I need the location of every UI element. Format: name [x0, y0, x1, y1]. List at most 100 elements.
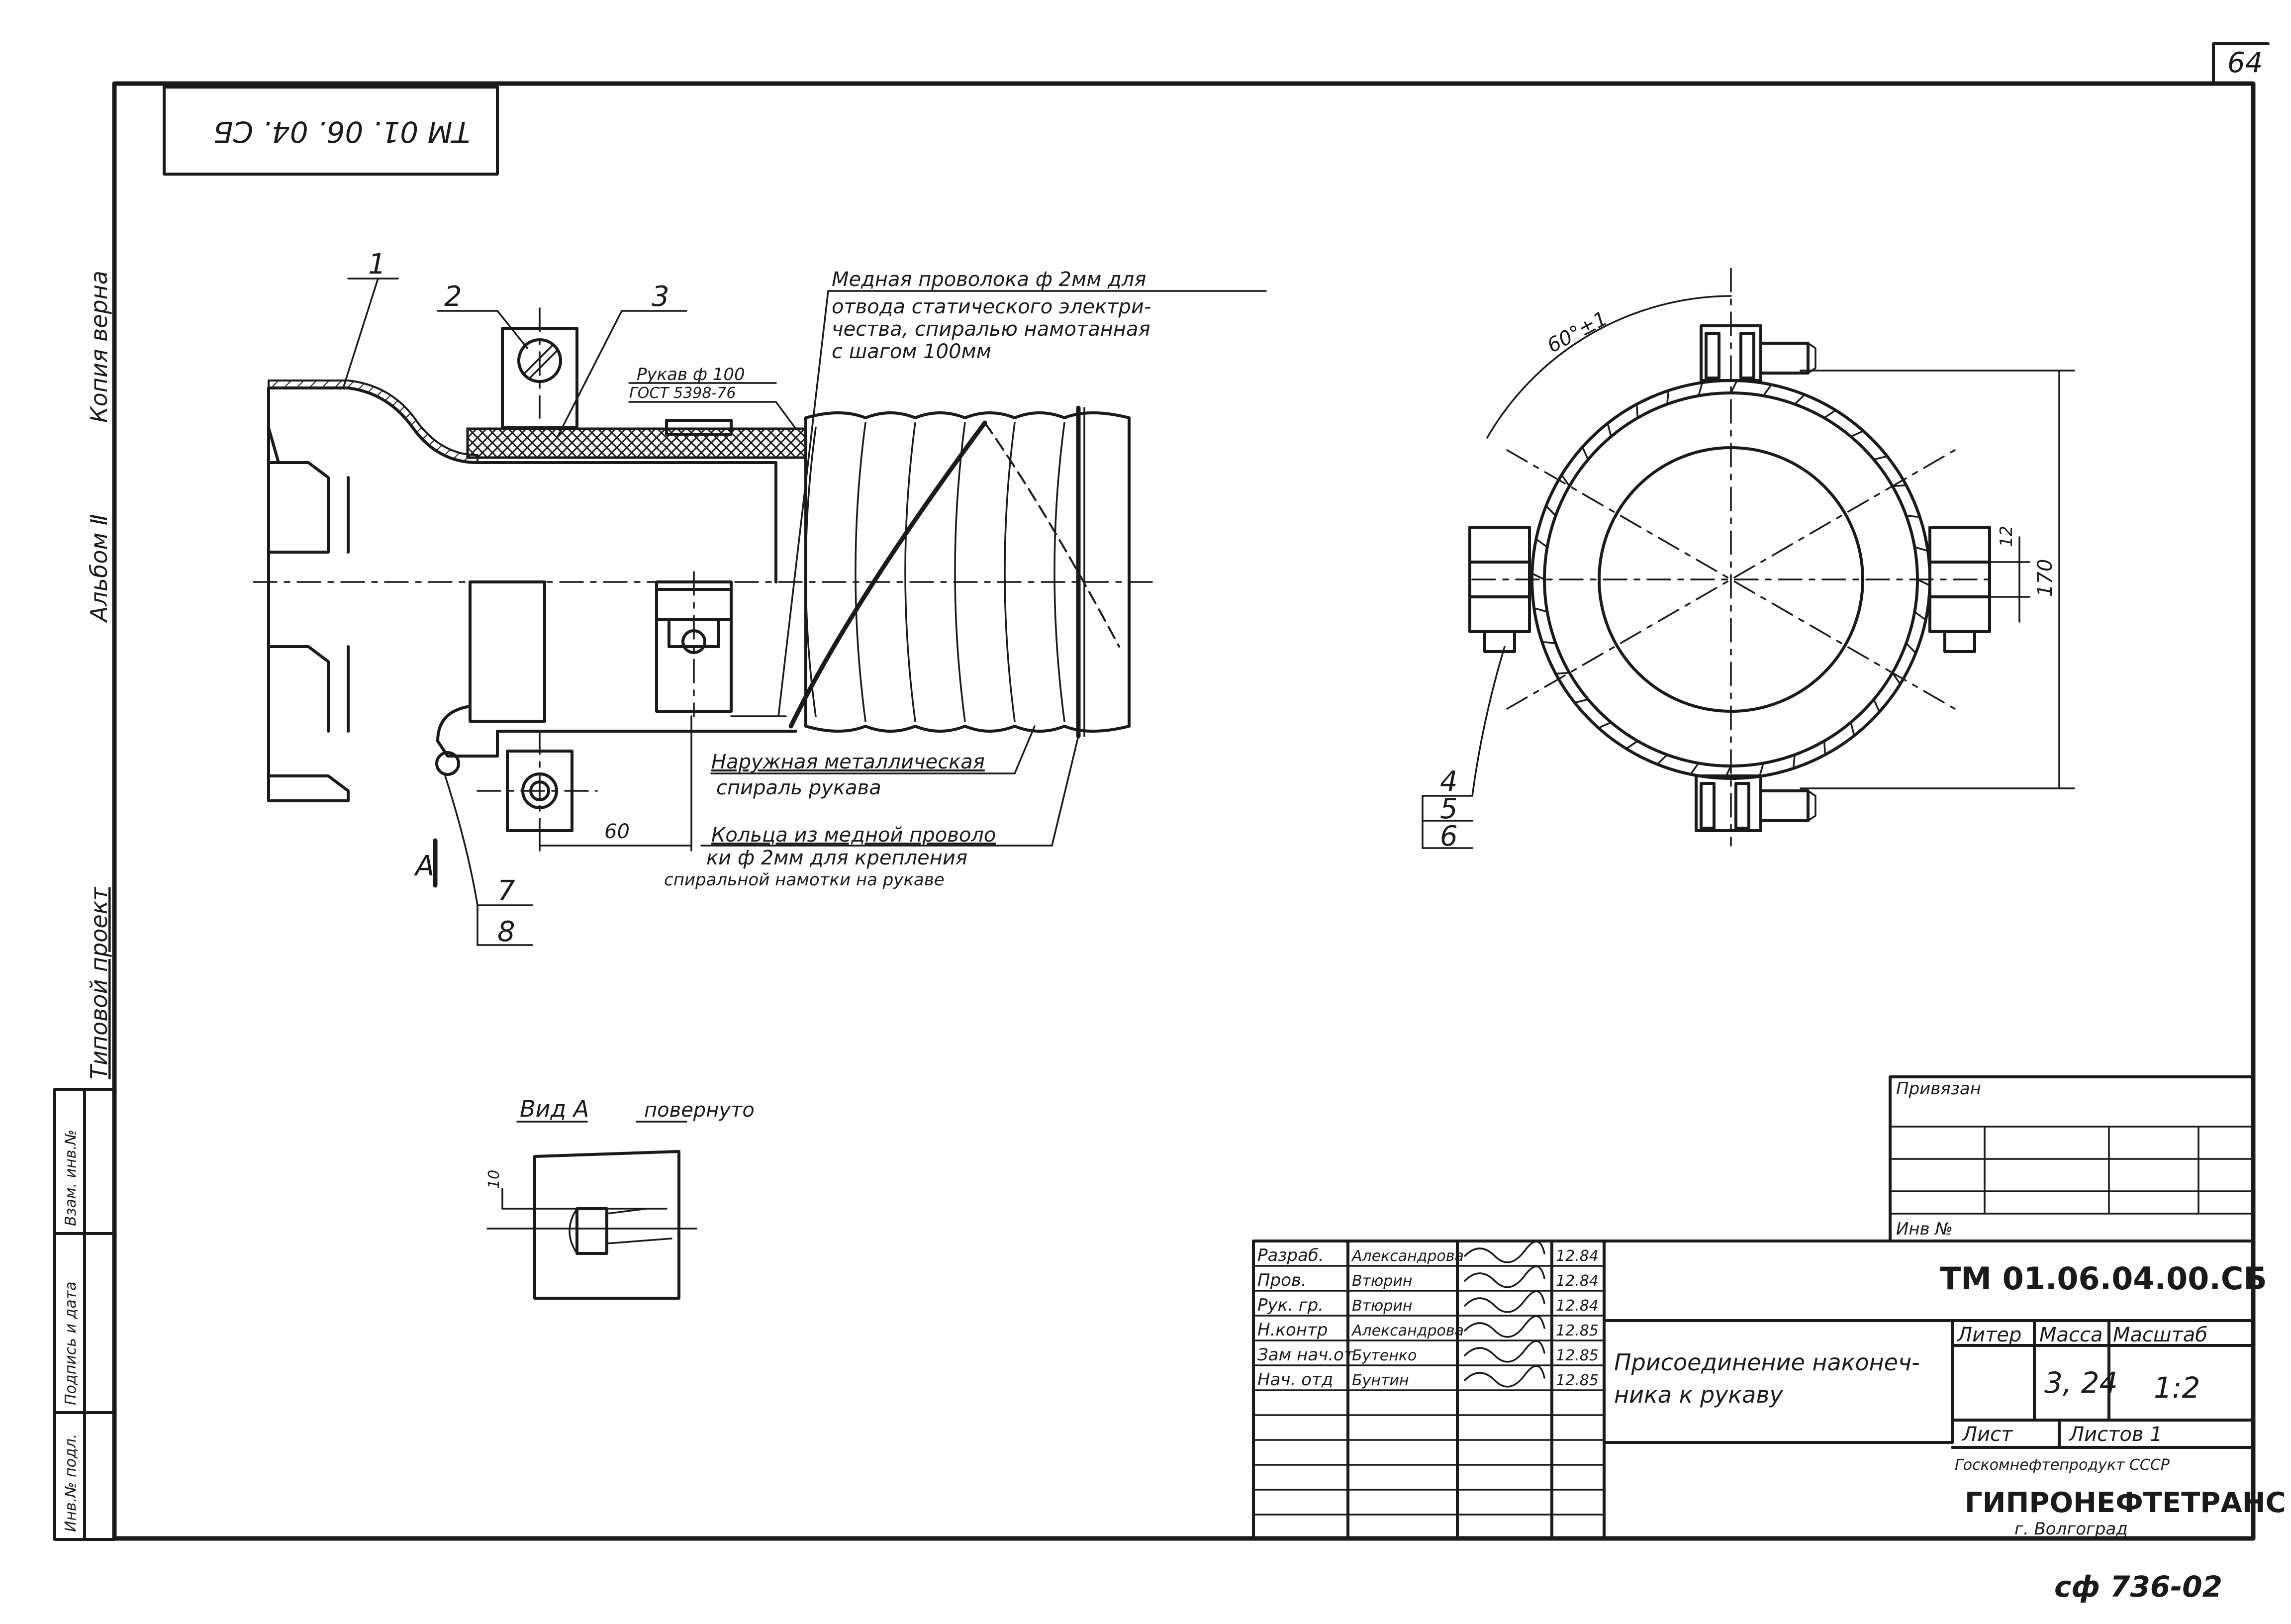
title-block-name-cell: Втюрин: [1352, 1297, 1412, 1315]
col-mass: Масса: [2039, 1324, 2103, 1346]
clamp-band-segment: [1535, 538, 1548, 548]
nozzle-inner-steps: [267, 426, 330, 554]
clamp-band-segment: [1560, 474, 1570, 487]
ring-note-line2: ки ф 2мм для крепления: [706, 847, 967, 869]
clamp-band-segment: [1913, 611, 1927, 621]
pos-label-2: 2: [444, 281, 462, 313]
album-note: Альбом Ⅱ: [86, 514, 112, 623]
org-line3: г. Волгоград: [2014, 1519, 2128, 1539]
scale-value: 1:2: [2154, 1371, 2200, 1405]
clamp-band-segment: [1541, 641, 1557, 645]
clamp-band-segment: [1792, 754, 1796, 769]
sheets-label: Листов 1: [2068, 1423, 2163, 1446]
clamp-band-segment: [1698, 382, 1704, 397]
pos-label-3: 3: [652, 281, 669, 313]
cuff-band: [665, 419, 733, 436]
inv-no-label: Инв №: [1896, 1219, 1953, 1239]
sheet-number: 64: [2227, 47, 2263, 79]
clamp-band-segment: [1574, 698, 1589, 704]
bolt-top: [1700, 324, 1816, 382]
signature-scribble: [1464, 1340, 1545, 1363]
left-margin: Копия верна Альбом Ⅱ Типовой проект Инв.…: [53, 271, 116, 1541]
clamp-band-segment: [1823, 409, 1837, 419]
org-line1: Госкомнефтепродукт СССР: [1955, 1456, 2170, 1474]
title-block-name-cell: Бутенко: [1352, 1347, 1417, 1364]
lower-clamp-strap: [469, 580, 546, 723]
footer-code: сф 736-02: [2054, 1570, 2222, 1604]
clamp-band-segment: [1607, 422, 1612, 438]
title-block-date-cell: 12.84: [1556, 1247, 1599, 1265]
clamp-band-segment: [1656, 754, 1668, 765]
lower-clamp-lug: [436, 705, 797, 758]
clamp-band-segment: [1666, 389, 1670, 405]
project-note: Типовой проект: [86, 887, 112, 1079]
corrugated-hose: [788, 405, 1131, 739]
title-block-role-cell: Разраб.: [1257, 1245, 1324, 1265]
pos-label-7: 7: [497, 875, 515, 907]
ring-note-line1: Кольца из медной проволо: [711, 824, 996, 847]
hose-label-line2: ГОСТ 5398-76: [629, 384, 736, 402]
view-a-outline: [533, 1150, 680, 1300]
doc-code: ТМ 01.06.04.00.СБ: [1940, 1260, 2267, 1297]
title-block-role-cell: Зам нач.от: [1257, 1345, 1354, 1365]
hose-label-line1: Рукав ф 100: [637, 365, 745, 384]
clamp-band-segment: [1850, 721, 1855, 737]
angle-arc: [1486, 295, 1732, 439]
pin-7: [435, 751, 460, 776]
pos-label-4: 4: [1440, 765, 1458, 798]
clamp-band-segment: [1635, 403, 1639, 419]
title-block-name-cell: Александрова: [1351, 1247, 1464, 1265]
bound-block: Привязан Инв №: [1889, 1075, 2255, 1242]
wire-note-line2: отвода статического электри-: [832, 295, 1151, 318]
clamp-band-segment: [1762, 383, 1772, 397]
title-block-name-cell: Александрова: [1351, 1322, 1464, 1339]
clamp-band-segment: [1916, 578, 1931, 586]
title-block: ТМ 01.06.04.00.СБ Присоединение наконеч-…: [1252, 1240, 2286, 1540]
clamp-band-segment: [1545, 505, 1557, 517]
static-wire-hidden: [984, 422, 1120, 648]
bolt-bottom: [1695, 774, 1816, 832]
view-a-note: повернуто: [644, 1099, 755, 1122]
view-a-marker: А: [414, 850, 434, 882]
dim-60: 60: [604, 820, 630, 843]
doc-title-line2: ника к рукаву: [1614, 1381, 1783, 1408]
angle-label: 60°±1: [1543, 307, 1611, 358]
mass-value: 3, 24: [2044, 1366, 2118, 1400]
clamp-band-segment: [1533, 607, 1548, 613]
bolt-right: [1928, 526, 1991, 653]
bolt-left: [1468, 526, 1531, 653]
spiral-note-line1: Наружная металлическая: [711, 751, 985, 773]
signature-scribble: [1464, 1315, 1545, 1338]
signature-scribble: [1464, 1265, 1545, 1288]
wire-note-line3: чества, спиралью намотанная: [832, 318, 1150, 341]
pos-label-1: 1: [368, 248, 386, 281]
clamp-band-segment: [1905, 642, 1917, 654]
col-scale: Масштаб: [2113, 1324, 2207, 1346]
nozzle-lower-steps: [267, 645, 350, 802]
title-block-date-cell: 12.84: [1556, 1297, 1599, 1315]
doc-title-line1: Присоединение наконеч-: [1614, 1349, 1920, 1376]
title-block-name-cell: Бунтин: [1352, 1372, 1409, 1389]
clamp-band-segment: [1905, 514, 1921, 518]
signature-scribble: [1464, 1241, 1545, 1263]
stamp-inv-no: Инв.№ подл.: [62, 1434, 80, 1532]
title-block-role-cell: Рук. гр.: [1257, 1295, 1324, 1315]
title-block-role-cell: Пров.: [1257, 1270, 1307, 1290]
top-code-rotated: ТМ 01. 06. 04. СБ: [213, 115, 470, 149]
pos-label-5: 5: [1440, 793, 1458, 825]
clamp-band-segment: [1625, 740, 1639, 750]
stamp-replaced-inv: Взам. инв.№: [62, 1130, 80, 1226]
dim-12: 12: [1997, 526, 2016, 547]
title-block-name-cell: Втюрин: [1352, 1272, 1412, 1290]
signature-scribble: [1464, 1290, 1545, 1313]
signature-scribble: [1464, 1365, 1545, 1388]
view-a-title: Вид А: [520, 1095, 589, 1122]
wire-note-line1: Медная проволока ф 2мм для: [832, 268, 1146, 291]
clamp-band-segment: [1690, 762, 1700, 775]
copy-note: Копия верна: [86, 271, 112, 423]
clamp-band-segment: [1531, 573, 1545, 580]
spiral-note-line2: спираль рукава: [716, 776, 881, 799]
title-block-date-cell: 12.85: [1556, 1322, 1599, 1339]
title-block-date-cell: 12.85: [1556, 1372, 1599, 1389]
